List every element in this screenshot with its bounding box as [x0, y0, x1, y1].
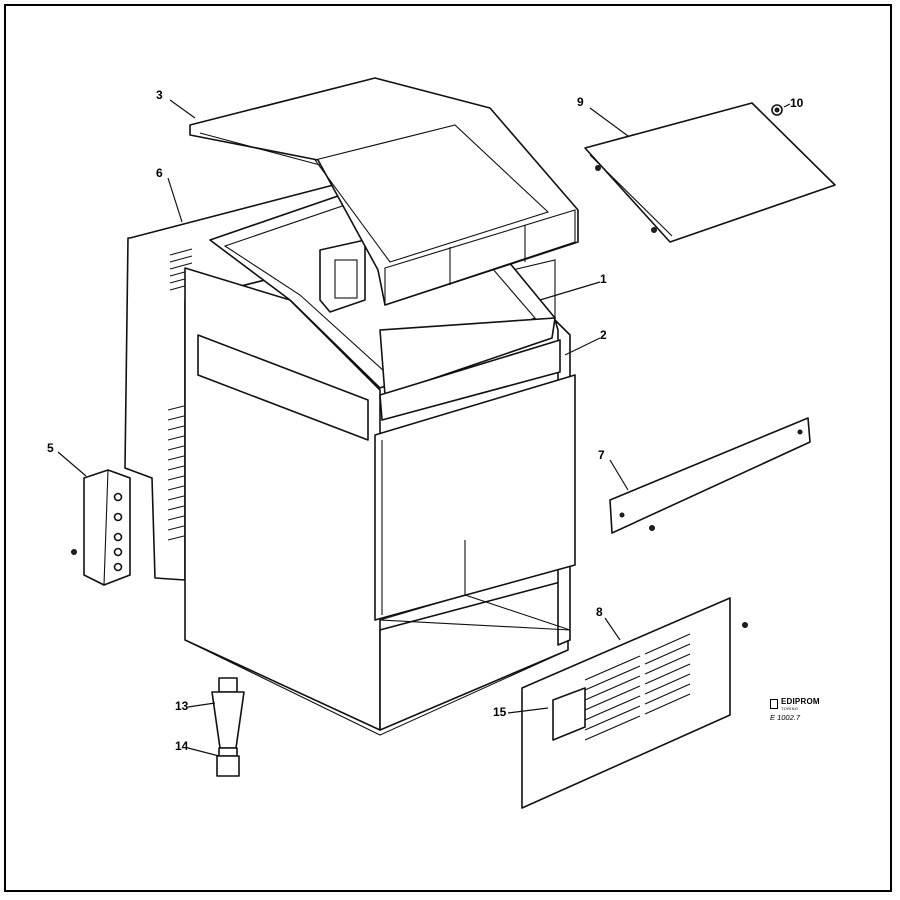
publisher-name: EDIPROM	[781, 697, 820, 706]
callout-8: 8	[596, 605, 603, 619]
callout-15: 15	[493, 705, 507, 719]
callout-6: 6	[156, 166, 163, 180]
nut-part-10	[771, 104, 783, 116]
callout-10: 10	[790, 96, 804, 110]
leader-lines	[57, 99, 791, 757]
bracket-part-5	[71, 469, 131, 586]
callout-14: 14	[175, 739, 189, 753]
callout-13: 13	[175, 699, 189, 713]
publisher-logo-icon	[770, 699, 778, 709]
top-frame-part-3	[189, 77, 579, 306]
callout-1: 1	[600, 272, 607, 286]
callout-5: 5	[47, 441, 54, 455]
strip-part-7	[609, 417, 811, 534]
drawing-code: E 1002.7	[770, 713, 801, 722]
publisher-mark: EDIPROM TORINO E 1002.7	[770, 697, 820, 725]
publisher-sub: TORINO	[781, 706, 799, 711]
leg-part-13	[211, 677, 245, 749]
callout-2: 2	[600, 328, 607, 342]
callout-9: 9	[577, 95, 584, 109]
front-panel-part-8	[521, 597, 748, 809]
top-cover-part-9	[584, 102, 836, 243]
callout-3: 3	[156, 88, 163, 102]
foot-part-14	[216, 747, 240, 777]
callout-7: 7	[598, 448, 605, 462]
